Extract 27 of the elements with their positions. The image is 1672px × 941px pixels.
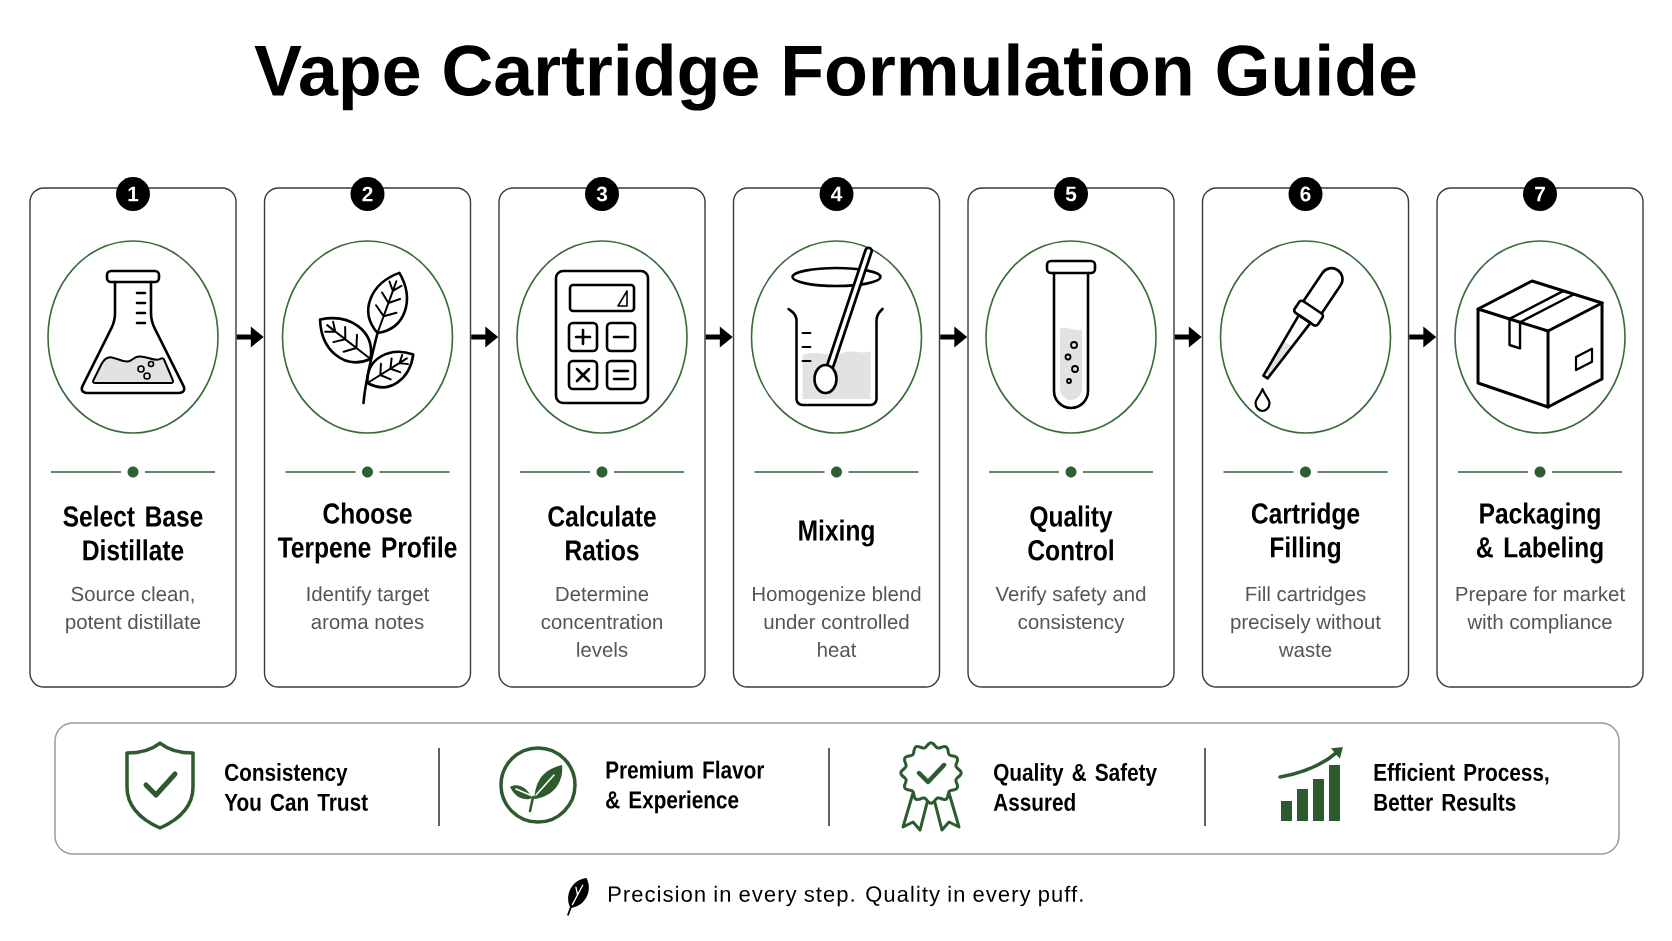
step-title: Select Base Distillate	[63, 505, 203, 561]
step-description: Determine concentration levels	[541, 586, 662, 657]
number-badge: 3	[585, 177, 619, 211]
benefit-text: Consistency You Can Trust	[224, 763, 368, 811]
number-badge: 5	[1054, 177, 1088, 211]
step-title: Cartridge Filling	[1251, 502, 1360, 564]
number-badge: 7	[1523, 177, 1557, 211]
step-title: Mixing	[799, 519, 874, 547]
number-badge: 2	[350, 177, 385, 211]
number-badge: 6	[1288, 177, 1323, 211]
step-description: Identify target aroma notes	[307, 586, 430, 630]
benefit-text: Premium Flavor & Experience	[606, 760, 765, 814]
number-badge: 4	[819, 177, 854, 211]
step-title: Packaging & Labeling	[1476, 502, 1603, 564]
step-title: Quality Control	[1028, 505, 1113, 561]
benefit-text: Quality & Safety Assured	[993, 763, 1157, 811]
number-badge: 1	[116, 177, 150, 211]
step-title: Choose Terpene Profile	[277, 502, 457, 564]
step-description: Source clean, potent distillate	[66, 586, 201, 634]
step-description: Prepare for market with compliance	[1456, 586, 1625, 634]
step-description: Homogenize blend under controlled heat	[753, 586, 921, 657]
benefit-text: Efficient Process, Better Results	[1374, 763, 1549, 811]
step-description: Fill cartridges precisely without waste	[1231, 586, 1381, 657]
tagline: Precision in every step. Quality in every puff.	[609, 885, 1083, 907]
title: Vape Cartridge Formulation Guide	[254, 43, 1416, 111]
step-title: Calculate Ratios	[548, 505, 656, 561]
step-description: Verify safety and consistency	[995, 586, 1146, 634]
